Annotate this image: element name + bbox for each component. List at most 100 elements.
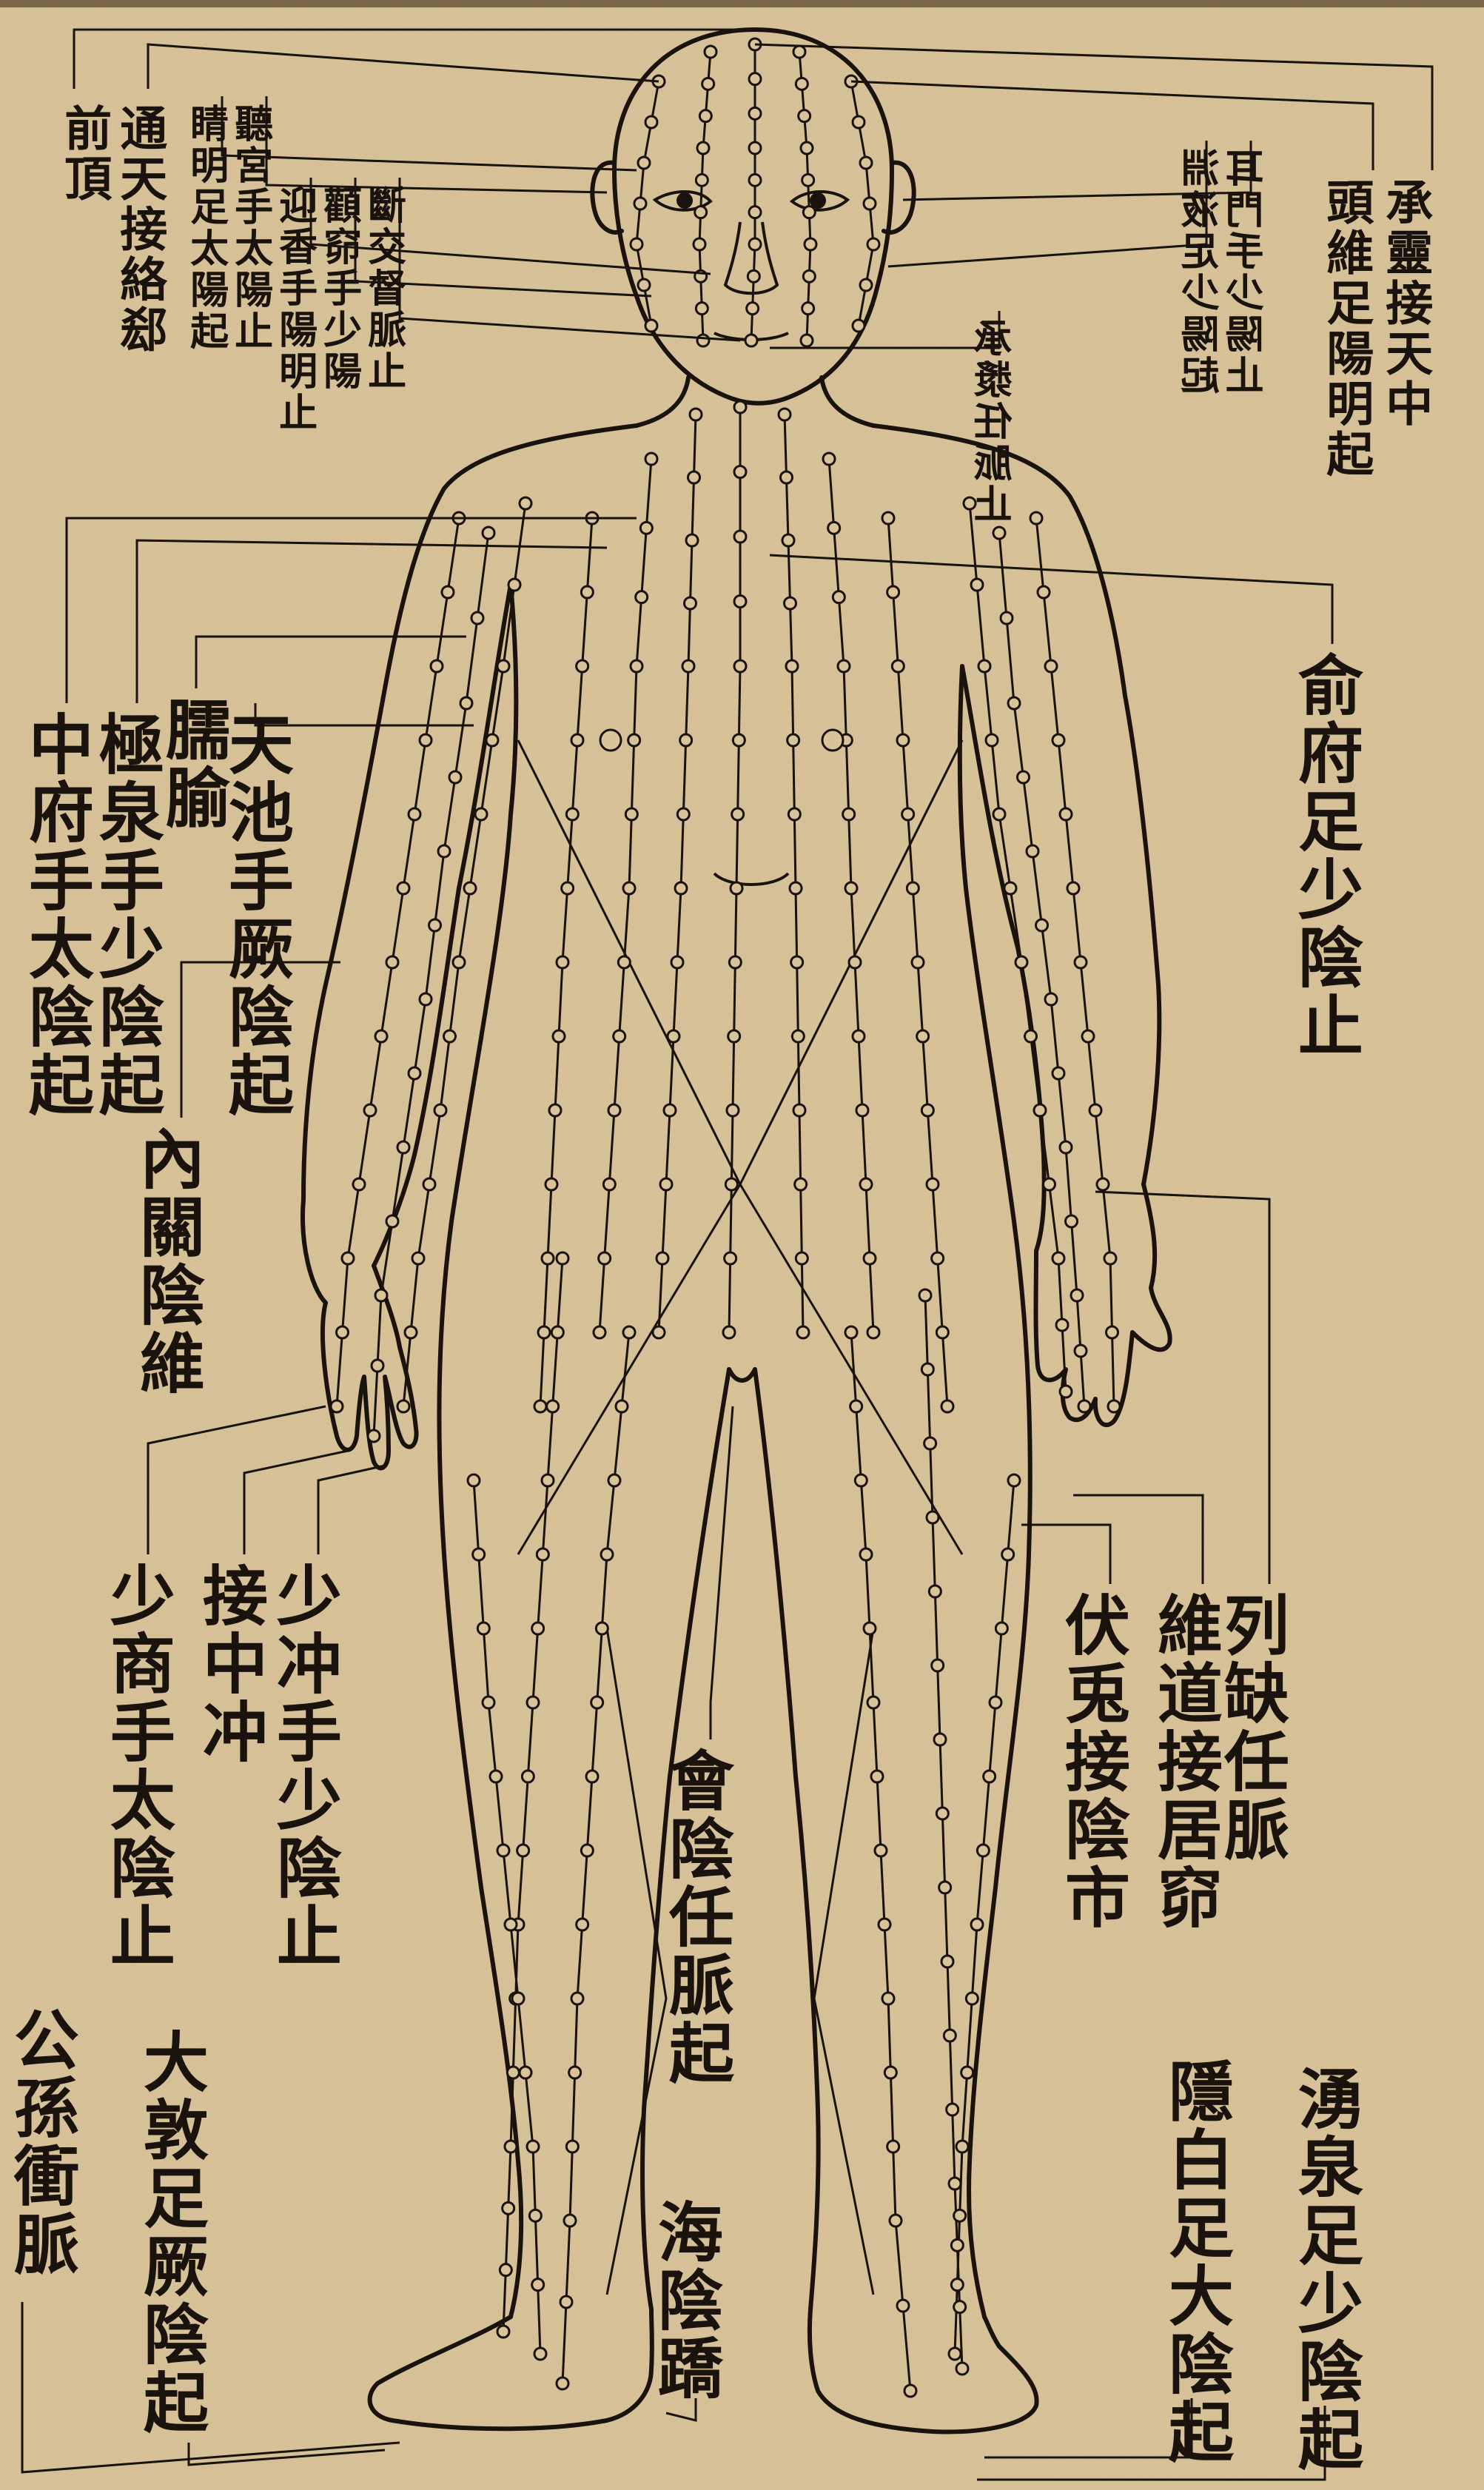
acupoint: [788, 808, 800, 820]
label-gongsun: 公孫衝脈: [7, 2006, 75, 2278]
acupoint: [860, 279, 872, 291]
acupoint: [653, 1326, 665, 1338]
label-ermen: 耳門手少陽止: [1229, 148, 1269, 397]
acupoint: [551, 1326, 563, 1338]
acupoint: [993, 808, 1005, 820]
acupoint: [444, 1030, 456, 1042]
acupoint: [638, 279, 650, 291]
acupoint: [695, 207, 707, 218]
acupoint: [1082, 1030, 1094, 1042]
acupoint: [660, 1178, 672, 1190]
acupoint: [1060, 808, 1072, 820]
label-dadun: 大敦足厥陰起: [137, 2028, 205, 2437]
acupoint: [805, 238, 816, 250]
acupoint: [745, 335, 757, 346]
acupoint: [1060, 1141, 1072, 1153]
acupoint: [897, 2300, 909, 2312]
acupoint: [978, 660, 990, 672]
acupoint: [429, 919, 441, 931]
acupoint: [1025, 1030, 1037, 1042]
acupoint: [690, 409, 702, 420]
acupoint: [483, 527, 494, 539]
acupoint: [1034, 1104, 1046, 1116]
label-shaoshang: 少商手太陰止: [104, 1562, 172, 1970]
acupoint: [553, 1030, 565, 1042]
acupoint: [795, 1178, 807, 1190]
acupoint: [921, 1104, 933, 1116]
acupoint: [879, 1919, 890, 1930]
acupoint: [1008, 697, 1020, 709]
acupoint: [801, 335, 813, 346]
acupoint: [409, 1067, 420, 1079]
acupoint: [453, 956, 465, 968]
acupoint: [792, 1030, 804, 1042]
acupoint: [527, 2141, 539, 2152]
acupoint: [696, 303, 708, 315]
acupoint: [843, 808, 855, 820]
acupoint: [949, 2348, 961, 2360]
acupoint: [483, 1697, 494, 1708]
acupoint: [1056, 1319, 1068, 1331]
acupoint: [668, 1030, 679, 1042]
label-huiyin: 會陰任脈起: [662, 1747, 731, 2087]
acupoint: [631, 238, 642, 250]
acupoint: [799, 110, 810, 122]
acupoint: [586, 1771, 598, 1782]
label-chengjiang: 承漿任脈止: [977, 318, 1018, 526]
acupoint: [375, 1289, 387, 1301]
acupoint: [860, 157, 872, 169]
acupoint: [505, 2141, 517, 2152]
acupoint: [542, 1252, 554, 1264]
acupoint: [853, 320, 864, 332]
acupoint: [1018, 771, 1030, 783]
acupoint: [733, 734, 745, 746]
acupoint: [845, 1326, 857, 1338]
acupoint: [657, 1252, 668, 1264]
acupoint: [732, 808, 744, 820]
acupoint: [929, 1585, 941, 1597]
acupoint: [977, 1845, 989, 1856]
label-qianding: 前頂: [59, 104, 109, 204]
acupoint: [734, 660, 746, 672]
acupoint: [749, 107, 761, 119]
acupoint: [860, 1548, 872, 1560]
acupoint: [645, 116, 657, 128]
acupoint: [1052, 734, 1064, 746]
acupoint: [961, 2067, 973, 2078]
acupoint: [864, 1252, 876, 1264]
acupoint: [897, 734, 909, 746]
acupoint: [917, 1030, 929, 1042]
label-haiyin: 海陰蹻: [651, 2198, 719, 2403]
acupoint: [569, 2067, 581, 2078]
acupoint: [1004, 882, 1016, 894]
acupoint: [1075, 956, 1087, 968]
acupoint: [409, 808, 420, 820]
label-neiguan: 內關陰維: [133, 1125, 201, 1397]
acupoint: [486, 734, 498, 746]
acupoint: [564, 2215, 576, 2226]
acupoint: [337, 1326, 349, 1338]
acupoint: [1097, 1178, 1109, 1190]
acupoint: [460, 697, 472, 709]
acupoint: [856, 1104, 868, 1116]
acupoint: [749, 207, 761, 218]
acupoint: [887, 2141, 899, 2152]
acupoint: [833, 591, 845, 603]
acupoint: [534, 1400, 546, 1412]
acupoint: [697, 142, 709, 154]
acupoint: [803, 270, 815, 282]
acupoint: [781, 472, 793, 483]
acupoint: [793, 46, 805, 58]
acupoint: [887, 586, 899, 598]
acupoint: [1045, 660, 1057, 672]
acupoint: [705, 46, 716, 58]
acupoint: [686, 534, 698, 546]
acupoint: [727, 1104, 739, 1116]
acupoint: [438, 845, 450, 857]
acupoint: [628, 734, 640, 746]
acupoint: [932, 1252, 944, 1264]
acupoint: [867, 1326, 879, 1338]
acupoint: [749, 142, 761, 154]
acupoint: [725, 1178, 737, 1190]
label-tongtian: 通天接絡郄: [115, 104, 164, 355]
